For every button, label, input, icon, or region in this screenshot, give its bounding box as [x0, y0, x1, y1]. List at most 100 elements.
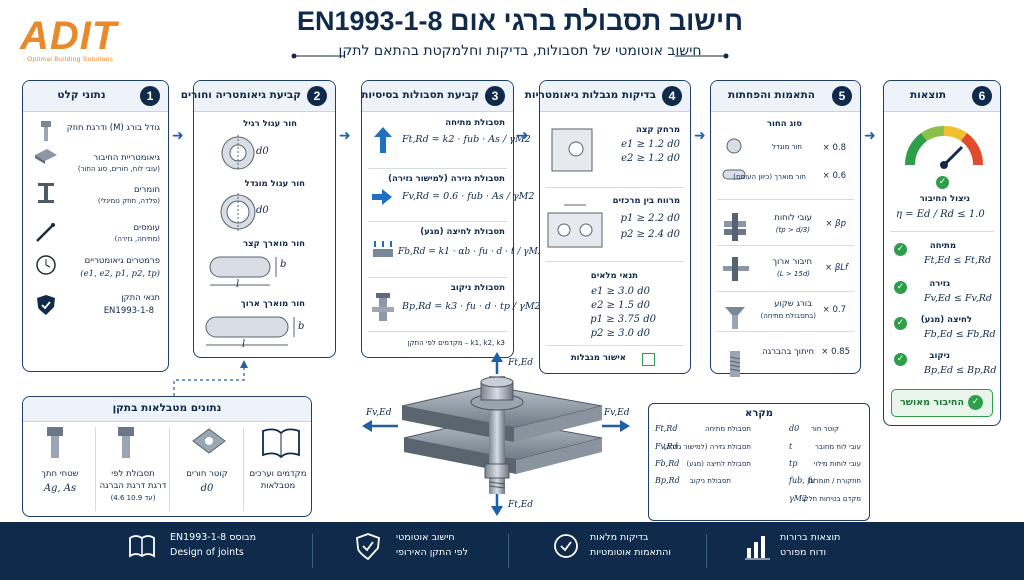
factor-label: חור מוגדל — [771, 143, 802, 151]
input-item-label: חומרים — [134, 185, 160, 195]
dim-label: b — [280, 259, 287, 270]
resistance-formula: Ft,Rd = k2 · fub · As / γM2 — [402, 134, 531, 145]
hole-type-label: חור עגול מוגדל — [244, 179, 305, 189]
dim-label: d0 — [256, 205, 269, 216]
result-label: ניקוב — [929, 351, 950, 361]
check-rule: p2 ≥ 3.0 d0 — [590, 328, 650, 339]
factor-label: חור מוארך (כיוון העומס) — [733, 173, 806, 181]
flow-arrow: ➜ — [517, 128, 529, 144]
input-icons — [35, 121, 57, 315]
step-number: 5 — [832, 86, 852, 106]
approved-label: החיבור מאושר — [900, 397, 964, 408]
subtitle-rule — [291, 50, 729, 62]
long-slot-icon — [205, 316, 295, 346]
force-label-tension-top: Ft,Ed — [508, 358, 534, 368]
page-title: חישוב תסבולת ברגי אום EN1993-1-8 — [296, 6, 744, 36]
approval-checkbox[interactable] — [642, 353, 655, 366]
threaded-bolt-icon — [729, 351, 741, 377]
check-rule: p2 ≥ 2.4 d0 — [620, 229, 680, 240]
check-circle-icon — [554, 534, 578, 558]
footer-item-line2: Design of joints — [170, 547, 244, 558]
bolt-icon — [41, 121, 51, 141]
step-number: 6 — [972, 86, 992, 106]
legend-desc: חוזקורת / חומרים — [808, 477, 861, 485]
bolted-joint-illustration — [362, 352, 630, 516]
dim-label: l — [236, 279, 240, 290]
check-rule: e2 ≥ 1.2 d0 — [621, 153, 680, 164]
bolt-icon — [118, 427, 134, 458]
input-item-sub: EN1993-1-8 — [103, 306, 154, 316]
plate-icon — [35, 149, 57, 164]
factor-sub: (tp > d/3) — [775, 226, 810, 234]
approval-label: אישור מגבלות — [570, 353, 626, 363]
footer-bar — [0, 522, 1024, 580]
resistance-label: תסבולת גזירה (למישור גזירה) — [388, 174, 505, 184]
clock-icon — [36, 255, 56, 275]
table-item-symbol: d0 — [200, 483, 214, 494]
check-rule: e1 ≥ 1.2 d0 — [621, 139, 680, 150]
check-title: מרווח בין מרכזים — [612, 196, 680, 206]
check-title: תנאי מלאים — [590, 271, 638, 281]
input-item-label: גיאומטריית החיבור — [93, 153, 160, 163]
check-icon: ✓ — [894, 353, 907, 366]
hole-type-label: חור מוארך קצר — [242, 239, 305, 249]
panel-results: 6 תוצאות ✓ ניצול החיבור η = Ed / Rd ≤ 1.… — [883, 80, 1001, 426]
book-icon — [262, 428, 300, 459]
dim-label: d0 — [256, 146, 269, 157]
result-label: גזירה — [929, 279, 950, 289]
input-item-label: גודל בורג (M) ודרגת חוזק — [66, 123, 160, 133]
gauge-icon — [905, 126, 983, 169]
panel-geometry: 2 קביעת גיאומטריה וחורים חור עגול רגיל d… — [181, 80, 336, 358]
footer-item: בדיקות מלאות והתאמות אוטומטיות — [590, 530, 700, 560]
force-label-tension-bottom: Ft,Ed — [508, 500, 534, 510]
table-item-symbol: Ag, As — [43, 483, 77, 494]
panel-title: תוצאות — [909, 89, 947, 101]
utilization-formula: η = Ed / Rd ≤ 1.0 — [896, 209, 985, 220]
bolt-icon — [47, 427, 63, 458]
check-icon: ✓ — [894, 243, 907, 256]
table-item-sub: (4.6 עד 10.9) — [110, 494, 156, 502]
legend-symbol: Fv,Rd — [655, 442, 678, 451]
panel-title: נתוני קלט — [57, 89, 106, 101]
force-icons — [372, 127, 394, 321]
legend-desc: מקדם בטיחות חלקי — [802, 495, 861, 503]
result-label: מתיחה — [929, 241, 956, 251]
legend-desc: עובי לוחות מילוי — [813, 460, 861, 468]
factor-value: × 0.85 — [821, 347, 850, 357]
panel-inputs: 1 נתוני קלט גודל בורג (M) ודרגת חוזק גיא… — [22, 80, 169, 372]
footer-item-line1: תוצאות ברורות — [780, 532, 841, 543]
panel-adjustments: 5 התאמות והפחתות סוג החור חור מוגדל × 0.… — [710, 80, 861, 377]
utilization-title: ניצול החיבור — [919, 194, 970, 204]
factor-sub: (L > 15d) — [776, 270, 810, 278]
table-item-label: מטבלאות — [260, 481, 296, 491]
panel-title: נתונים מטבלאות בתקן — [112, 402, 222, 414]
footer-item: חישוב אוטומטי לפי התקן האירופי — [396, 530, 506, 560]
dim-label: b — [298, 321, 305, 332]
factor-sub: (בתסבולת מתיחה) — [760, 312, 816, 320]
page-subtitle: חישוב אוטומטי של תסבולות, בדיקות וחלמקטת… — [338, 43, 702, 59]
force-label-shear-left: Fv,Ed — [366, 408, 392, 418]
check-icon: ✓ — [894, 281, 907, 294]
legend-desc: עובי לוח מחובר — [814, 443, 861, 451]
force-label-shear-right: Fv,Ed — [604, 408, 630, 418]
resistance-formula: Fv,Rd = 0.6 · fub · As / γM2 — [402, 191, 535, 202]
plates-icon — [724, 213, 746, 241]
legend-desc: תסבולת גזירה (למישור גזירה) — [663, 443, 751, 451]
panel-title: בדיקות מגבלות גיאומטריות — [524, 89, 656, 101]
book-icon — [129, 535, 155, 558]
factor-label: עובי לוחות — [774, 213, 812, 223]
panel-resistances: 3 קביעת תסבולות בסיסיות תסבולת מתיחה Ft,… — [361, 80, 544, 358]
input-item-sub: (עובי לוח, חורים, סוג החור) — [77, 165, 160, 173]
check-title: מרחק קצה — [636, 125, 680, 135]
factor-label: חיבור ארוך — [772, 257, 812, 267]
ibeam-icon — [38, 183, 54, 203]
dim-label: l — [242, 339, 246, 350]
footer-item: תוצאות ברורות ודוח מפורט — [780, 530, 880, 560]
step-number: 2 — [307, 86, 327, 106]
footer-item-line1: חישוב אוטומטי — [396, 532, 455, 543]
legend-desc: קוטר חור — [810, 425, 839, 433]
legend-desc: תסבולת מתיחה — [705, 425, 751, 433]
coefficients-note: k1, k2, k3 – מקדמים לפי התקן — [407, 339, 505, 347]
legend-symbol: t — [789, 442, 793, 451]
input-item-label: פרמטרים גיאומטריים — [84, 256, 160, 266]
